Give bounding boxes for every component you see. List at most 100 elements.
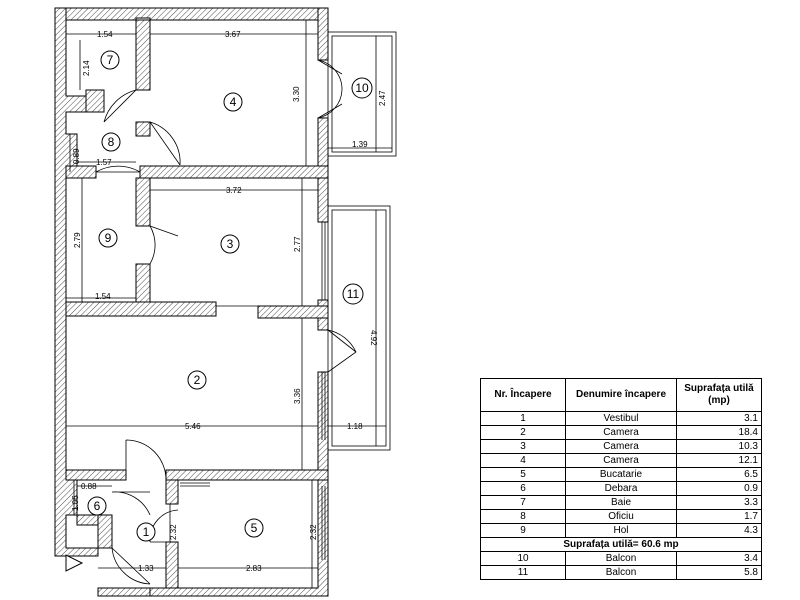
dim-label: 1.33 <box>138 564 154 573</box>
door-2-1 <box>125 439 167 481</box>
cell-area: 5.8 <box>676 565 762 580</box>
room-marker-7: 7 <box>100 50 120 70</box>
cell-nr: 6 <box>480 481 566 496</box>
wall-8-4 <box>135 121 151 137</box>
column-header-nr: Nr. Încapere <box>480 378 566 412</box>
cell-area: 0.9 <box>676 481 762 496</box>
balconies <box>327 31 397 451</box>
wall-1-5-upper <box>165 479 179 505</box>
cell-nr: 9 <box>480 523 566 538</box>
svg-text:8: 8 <box>108 135 115 149</box>
cell-name: Oficiu <box>565 509 677 524</box>
cell-area: 3.3 <box>676 495 762 510</box>
cell-name: Camera <box>565 439 677 454</box>
wall-9-3-lower <box>135 263 151 309</box>
room-marker-10: 10 <box>351 77 373 99</box>
cell-area: 4.3 <box>676 523 762 538</box>
room-marker-11: 11 <box>342 283 364 305</box>
cell-nr: 1 <box>480 411 566 426</box>
cell-name: Debara <box>565 481 677 496</box>
dim-label: 2.77 <box>293 236 302 252</box>
door-7-8 <box>103 89 137 123</box>
dim-label: 1.06 <box>71 495 80 511</box>
svg-text:3: 3 <box>227 237 234 251</box>
dim-label: 4.92 <box>369 330 378 346</box>
dim-label: 3.30 <box>292 86 301 102</box>
windows <box>180 222 326 560</box>
room-area-table: Nr. Încapere Denumire încapere Suprafața… <box>480 378 762 580</box>
room-marker-5: 5 <box>244 518 264 538</box>
door-8-9 <box>95 165 141 173</box>
cell-area: 6.5 <box>676 467 762 482</box>
cell-name: Hol <box>565 523 677 538</box>
table-header-row: Nr. Încapere Denumire încapere Suprafața… <box>480 378 762 412</box>
dim-label: 1.54 <box>95 292 111 301</box>
dim-label: 1.57 <box>96 158 112 167</box>
room-marker-4: 4 <box>223 92 243 112</box>
cell-nr: 5 <box>480 467 566 482</box>
svg-text:9: 9 <box>105 231 112 245</box>
wall-6-1 <box>97 514 113 549</box>
wall-7-4 <box>135 19 151 91</box>
interior-walls <box>65 19 329 589</box>
wall-9-3-upper <box>135 177 151 227</box>
dim-label: 1.54 <box>97 30 113 39</box>
room-marker-3: 3 <box>220 234 240 254</box>
svg-text:5: 5 <box>251 521 258 535</box>
doors <box>95 59 357 585</box>
svg-text:7: 7 <box>107 53 114 67</box>
room-marker-1: 1 <box>136 522 156 542</box>
dim-label: 1.18 <box>347 422 363 431</box>
wall-3-2 <box>257 305 329 319</box>
column-header-area: Suprafața utilă (mp) <box>676 378 762 412</box>
summary-row: Suprafața utilă= 60.6 mp <box>480 537 762 552</box>
door-entrance <box>111 547 151 585</box>
balcony-11-inner <box>331 209 387 447</box>
dim-label: 0.88 <box>81 482 97 491</box>
room-marker-6: 6 <box>87 496 107 516</box>
room-marker-2: 2 <box>187 370 207 390</box>
cell-name: Camera <box>565 453 677 468</box>
cell-nr: 3 <box>480 439 566 454</box>
cell-nr: 2 <box>480 425 566 440</box>
cell-area: 1.7 <box>676 509 762 524</box>
cell-name: Baie <box>565 495 677 510</box>
dim-label: 2.47 <box>378 90 387 106</box>
dim-label: 3.67 <box>225 30 241 39</box>
wall-9-2 <box>65 301 217 317</box>
cell-name: Balcon <box>565 565 677 580</box>
wall-2-6 <box>65 469 127 481</box>
dim-label: 2.79 <box>73 232 82 248</box>
dim-label: 0.89 <box>72 148 81 164</box>
dimension-lines <box>66 20 392 588</box>
wall-2-5 <box>165 469 329 481</box>
svg-text:1: 1 <box>143 525 150 539</box>
room-marker-8: 8 <box>101 132 121 152</box>
total-area-summary: Suprafața utilă= 60.6 mp <box>480 537 762 552</box>
door-6-1 <box>111 491 151 516</box>
dim-label: 2.14 <box>82 60 91 76</box>
svg-text:11: 11 <box>347 287 360 301</box>
door-balcony-10 <box>317 59 343 119</box>
column-header-name: Denumire încapere <box>565 378 677 412</box>
outer-wall-top <box>55 7 329 21</box>
cell-area: 10.3 <box>676 439 762 454</box>
dimension-labels: 1.54 2.14 3.67 3.30 2.47 1.39 0.89 1.57 … <box>71 30 387 573</box>
cell-name: Vestibul <box>565 411 677 426</box>
dim-label: 3.36 <box>293 388 302 404</box>
wall-4-3 <box>139 165 329 179</box>
dim-label: 3.72 <box>226 186 242 195</box>
cell-nr: 11 <box>480 565 566 580</box>
cell-nr: 10 <box>480 551 566 566</box>
cell-nr: 7 <box>480 495 566 510</box>
cell-area: 3.4 <box>676 551 762 566</box>
